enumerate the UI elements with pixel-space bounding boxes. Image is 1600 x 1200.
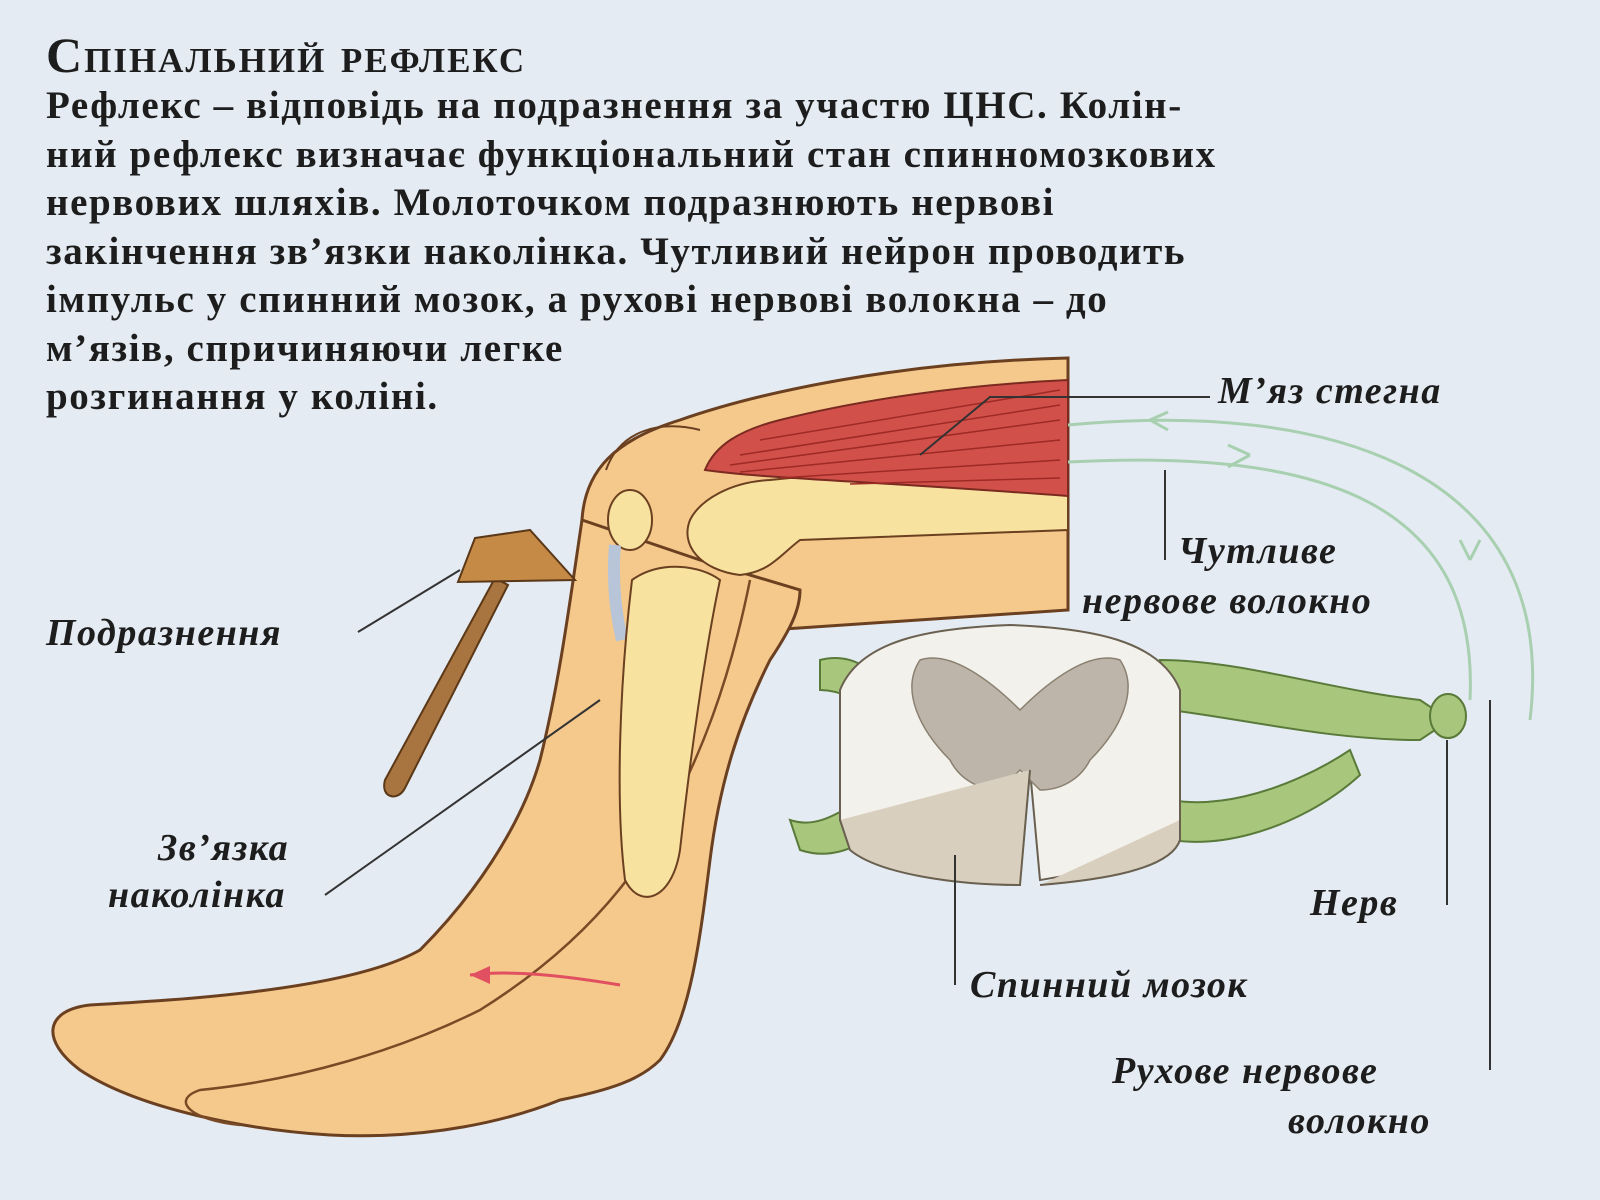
leader-thigh-muscle xyxy=(919,396,1210,456)
fiber-arrow-2 xyxy=(1149,410,1169,432)
motor-fiber-arc xyxy=(1067,418,1535,721)
paragraph-line: Рефлекс – відповідь на подразнення за уч… xyxy=(46,84,1183,127)
description-paragraph: Рефлекс – відповідь на подразнення за уч… xyxy=(46,82,1516,422)
motion-arrowhead xyxy=(470,966,490,984)
label-motor-fiber-line1: Рухове нервове xyxy=(1112,1050,1379,1092)
muscle-fibers xyxy=(729,389,1061,485)
leader-stimulus xyxy=(357,569,461,633)
label-ligament-line2: наколінка xyxy=(108,874,286,916)
label-sensory-fiber-line2: нервове волокно xyxy=(1082,580,1373,622)
nerve-root-right xyxy=(1158,658,1452,742)
reflex-hammer xyxy=(383,528,578,798)
cord-side xyxy=(839,769,1181,887)
ganglion xyxy=(1429,693,1467,739)
leg xyxy=(51,356,1070,1138)
hammer-head xyxy=(456,528,578,584)
label-spinal-cord: Спинний мозок xyxy=(970,964,1249,1006)
paragraph-line: нервових шляхів. Молоточком подразнюють … xyxy=(46,181,1056,224)
fiber-arrow-1 xyxy=(1227,443,1251,469)
paragraph-line: ний рефлекс визначає функціональний стан… xyxy=(46,132,1217,176)
ventral-root-right xyxy=(1139,748,1362,843)
label-stimulus: Подразнення xyxy=(46,612,282,654)
label-ligament-line1: Зв’язка xyxy=(158,827,290,869)
patellar-ligament xyxy=(607,544,628,642)
leader-ligament xyxy=(324,699,601,896)
knee-skin xyxy=(605,425,701,471)
label-thigh-muscle: М’яз стегна xyxy=(1218,370,1442,412)
nerve-fibers xyxy=(1067,410,1535,721)
paragraph-line: імпульс у спинний мозок, а рухові нервов… xyxy=(46,278,1109,321)
spinal-cord xyxy=(788,623,1467,887)
tibia xyxy=(618,565,722,898)
label-motor-fiber-line2: волокно xyxy=(1288,1100,1431,1142)
grey-matter xyxy=(911,657,1129,791)
label-nerve: Нерв xyxy=(1310,882,1399,924)
paragraph-line: закінчення зв’язки наколінка. Чутливий н… xyxy=(46,229,1187,273)
patella xyxy=(607,489,653,551)
paragraph-line: м’язів, спричиняючи легке xyxy=(46,326,564,370)
fiber-arrow-3 xyxy=(1458,539,1482,561)
lower-leg xyxy=(51,518,802,1138)
paragraph-line: розгинання у коліні. xyxy=(46,375,439,418)
leg-outline-second xyxy=(184,579,752,1127)
sensory-fiber-arc xyxy=(1067,458,1472,701)
hammer-handle xyxy=(383,576,510,798)
page-title: Спінальний рефлекс xyxy=(46,27,527,83)
label-sensory-fiber-line1: Чутливе xyxy=(1178,530,1338,572)
leader-lines xyxy=(324,396,1491,1070)
